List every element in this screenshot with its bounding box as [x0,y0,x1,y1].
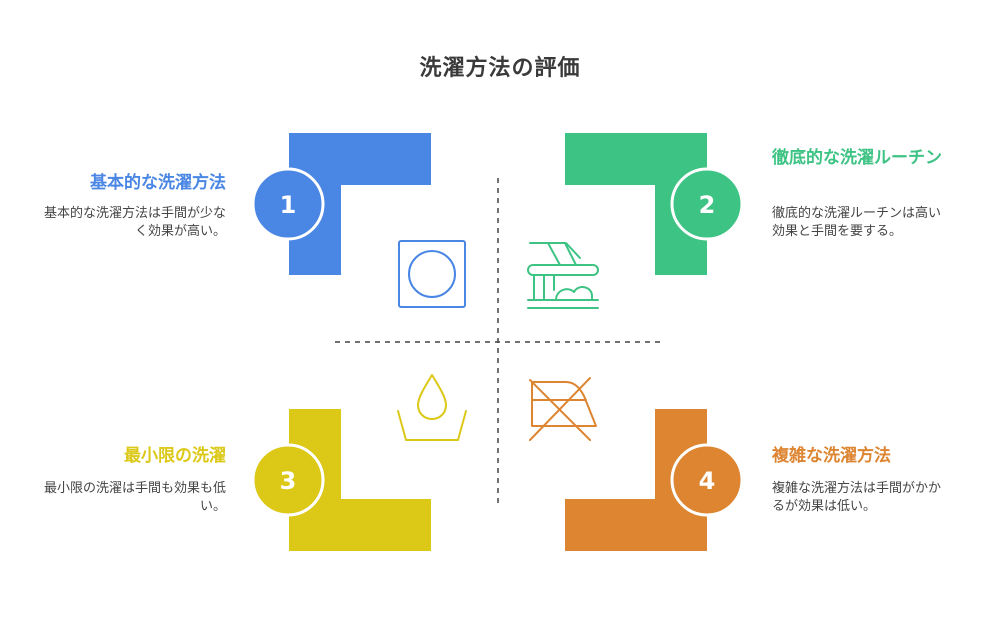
quadrant-2-heading: 徹底的な洗濯ルーチン [772,148,942,168]
number-badge-2: 2 [670,167,744,241]
quadrant-1-shape [289,133,431,275]
no-ironing-icon [529,377,597,441]
scrubbing-brush-icon [527,242,599,309]
water-drop-basin-icon [397,374,467,441]
quadrant-3-heading: 最小限の洗濯 [124,446,226,466]
washing-drum-icon [398,240,466,308]
quadrant-1-description: 基本的な洗濯方法は手間が少なく効果が高い。 [43,206,226,239]
page-title: 洗濯方法の評価 [419,56,581,81]
number-label-4: 4 [699,467,716,495]
number-badge-4: 4 [670,443,744,517]
quadrant-4-heading: 複雑な洗濯方法 [772,446,891,466]
number-badge-3: 3 [251,443,325,517]
quadrant-1-heading: 基本的な洗濯方法 [90,173,226,193]
number-badge-1: 1 [251,167,325,241]
quadrant-2-description: 徹底的な洗濯ルーチンは高い効果と手間を要する。 [772,206,942,239]
number-label-2: 2 [699,191,716,219]
quadrant-4-shape [565,409,707,551]
number-label-3: 3 [280,467,297,495]
number-label-1: 1 [280,191,297,219]
quadrant-3-description: 最小限の洗濯は手間も効果も低い。 [43,481,226,514]
quadrant-3-shape [289,409,431,551]
quadrant-2-shape [565,133,707,275]
quadrant-4-description: 複雑な洗濯方法は手間がかかるが効果は低い。 [772,481,942,514]
